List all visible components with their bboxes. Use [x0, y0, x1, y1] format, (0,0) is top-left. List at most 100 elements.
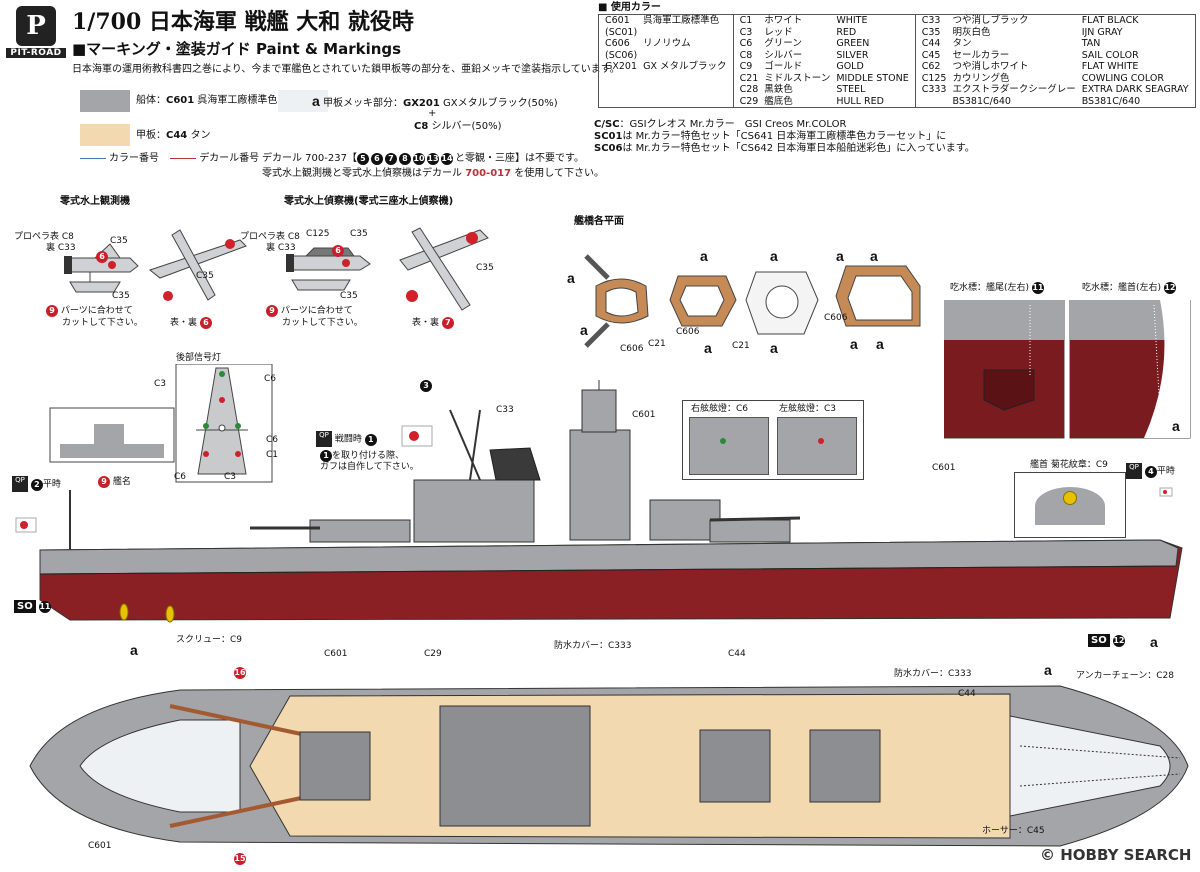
optional-part-icon-3: QP: [1126, 463, 1142, 479]
signal-light-inset: [49, 364, 273, 483]
color-mid-en: GREEN: [836, 38, 870, 49]
side-c33: C33: [496, 405, 514, 415]
legend-color-number: カラー番号 デカール番号: [80, 153, 259, 165]
color-right-code: C333: [921, 84, 947, 95]
green-sidelight-icon: [720, 438, 726, 444]
plating-color-label: a 甲板メッキ部分：GX201 GXメタルブラック(50%): [312, 93, 558, 109]
color-right-code: C125: [921, 72, 947, 84]
bridge-a-10: a: [876, 336, 884, 352]
color-note-csc: C/SC：GSIクレオス Mr.カラー GSI Creos Mr.COLOR: [594, 119, 847, 130]
color-mid-code: C6: [739, 38, 753, 49]
recon-c125: C125: [306, 229, 330, 239]
color-mid-en: SILVER: [836, 49, 869, 61]
color-mid-jp: 艦底色: [764, 95, 793, 107]
color-left-name: リノリウム: [643, 38, 691, 49]
ship-name-label: 9 艦名: [98, 476, 131, 488]
intro-text: 日本海軍の運用術教科書四之巻により、今まで軍艦色とされていた鎖甲板等の部分を、亜…: [72, 64, 620, 75]
bridge-plan-2: [669, 275, 737, 327]
bow-flag: [1159, 487, 1173, 497]
decal-number-10: 10: [412, 153, 425, 165]
anchor-chain-label: アンカーチェーン：C28: [1076, 671, 1174, 681]
bridge-a-8: a: [870, 248, 878, 264]
bridge-a-2: a: [580, 322, 588, 338]
recon-cut-note: 9 パーツに合わせてカットして下さい。: [266, 305, 363, 329]
red-sidelight-icon: [818, 438, 824, 444]
color-note-sc06: SC06は Mr.カラー特色セット「CS642 日本海軍日本船舶迷彩色」に入って…: [594, 143, 975, 154]
stern-so-11: SO 11: [14, 600, 51, 613]
recon-decal-6: 6: [332, 238, 344, 257]
color-left-code: (SC01): [605, 26, 638, 38]
color-right-code: C44: [921, 38, 941, 49]
color-mid-code: C8: [739, 49, 753, 61]
stern-draft-inset: [944, 300, 1065, 439]
color-mid-en: STEEL: [836, 84, 866, 95]
decal-15: 15: [234, 853, 246, 865]
color-note-sc01: SC01は Mr.カラー特色セット「CS641 日本海軍工廠標準色カラーセット」…: [594, 131, 947, 142]
battle-flag: [401, 425, 433, 447]
color-right-jp: セールカラー: [952, 49, 1010, 61]
side-c601-bow: C601: [932, 463, 956, 473]
color-right-en: SAIL COLOR: [1081, 49, 1139, 61]
recon-plane-title: 零式水上偵察機(零式三座水上偵察機): [284, 196, 454, 207]
color-left-code: GX201: [605, 61, 638, 72]
color-right-en: FLAT WHITE: [1081, 61, 1139, 72]
decal-number-5: 5: [356, 153, 369, 165]
color-mid-en: WHITE: [836, 15, 868, 26]
recon-prop-back: 裏 C33: [266, 243, 296, 253]
signal-c6-bottom: C6: [174, 472, 187, 482]
recon-top-bottom-label: 表・裏 7: [412, 317, 454, 329]
recon-c35-bottom: C35: [340, 291, 358, 301]
color-left-name: 呉海軍工廠標準色: [643, 15, 720, 26]
color-mid-en: GOLD: [836, 61, 864, 72]
obs-cut-note: 9 パーツに合わせてカットして下さい。: [46, 305, 143, 329]
color-mid-jp: ゴールド: [764, 61, 803, 72]
color-left-name: [640, 50, 729, 62]
side-profile: [15, 380, 1183, 623]
logo-mark: P: [16, 6, 56, 46]
color-mid-en: MIDDLE STONE: [836, 72, 909, 84]
page-title: 1/700 日本海軍 戦艦 大和 就役時: [72, 9, 414, 35]
signal-c3-top: C3: [154, 379, 167, 389]
color-right-jp: エクストラダークシーグレー: [952, 84, 1076, 95]
color-right-en: BS381C/640: [1081, 95, 1141, 107]
hoser-label: ホーサー：C45: [982, 826, 1045, 836]
color-right-jp: つや消しブラック: [952, 15, 1029, 26]
draft-a: a: [1172, 418, 1180, 434]
observation-plane-top: [148, 229, 247, 301]
color-mid-jp: シルバー: [764, 49, 803, 61]
color-mid-en: HULL RED: [836, 95, 884, 107]
stern-flag: [15, 517, 37, 533]
screw-label: スクリュー：C9: [176, 635, 243, 645]
bridge-a-5: a: [770, 248, 778, 264]
color-right-code: C35: [921, 26, 941, 38]
obs-c35-wing: C35: [196, 271, 214, 281]
brand-name: PIT-ROAD: [6, 48, 66, 58]
recon-c35-wing: C35: [476, 263, 494, 273]
color-left-row: (SC06): [602, 50, 730, 62]
color-right-jp: 明灰白色: [952, 26, 991, 38]
recon-c35-top: C35: [350, 229, 368, 239]
draft-mark-insets: [944, 300, 1191, 439]
top-view: [29, 685, 1189, 847]
optional-part-icon-2: QP: [12, 476, 28, 492]
color-mid-code: C3: [739, 26, 753, 38]
stern-draft-title: 吃水標：艦尾(左右) 11: [950, 282, 1044, 294]
chrysanthemum-crest-icon: [1063, 491, 1077, 505]
decal-16: 16: [234, 667, 246, 679]
bridge-plan-drawings: [584, 254, 921, 348]
